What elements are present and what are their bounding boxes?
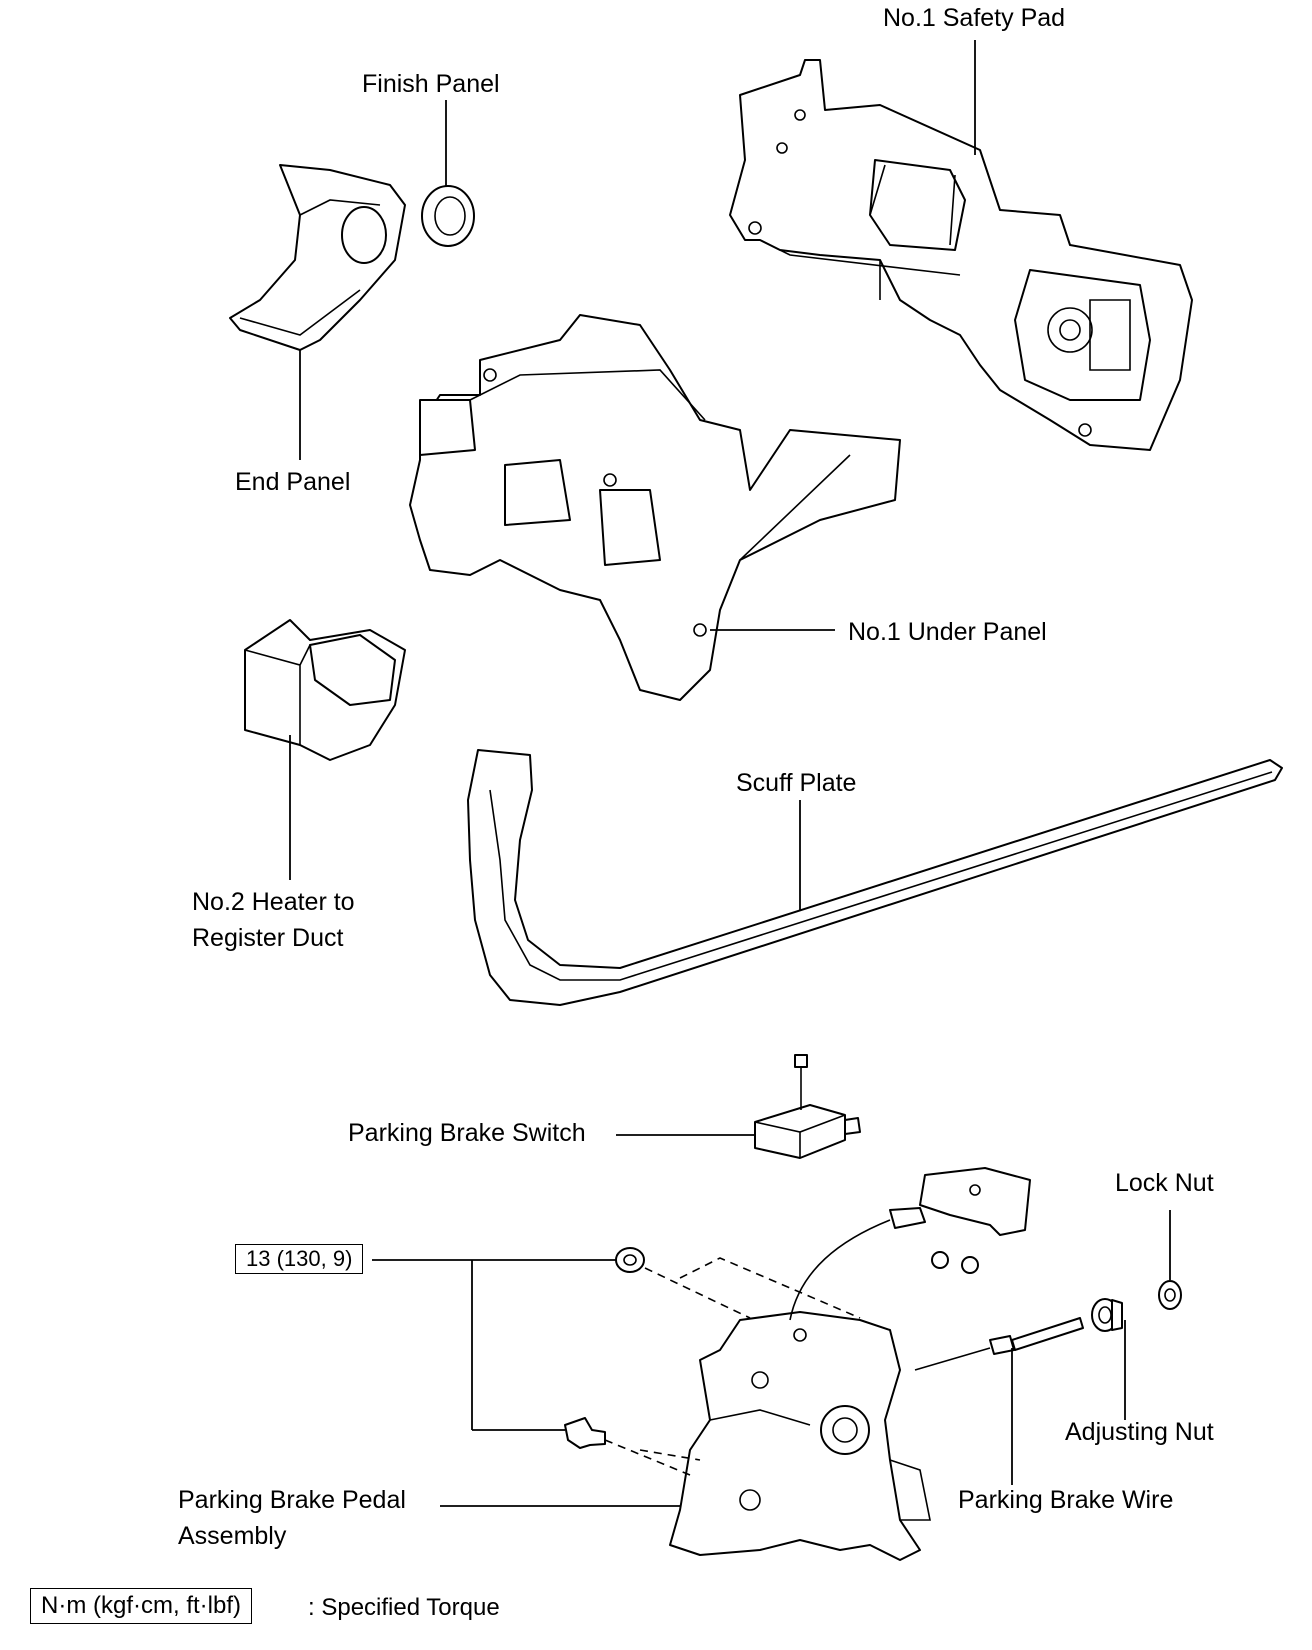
- scuff-plate-part: [467, 749, 1283, 1006]
- label-end-panel: End Panel: [235, 468, 351, 496]
- end-panel-part: [229, 164, 406, 351]
- finish-panel-part: [421, 185, 475, 247]
- label-safety-pad: No.1 Safety Pad: [883, 4, 1066, 32]
- safety-pad-part: [729, 59, 1193, 451]
- label-lock-nut: Lock Nut: [1115, 1169, 1214, 1197]
- label-pedal-line2: Assembly: [178, 1522, 287, 1550]
- label-adjusting-nut: Adjusting Nut: [1065, 1418, 1214, 1446]
- adjusting-nut-part: [1091, 1298, 1123, 1332]
- label-pedal-line1: Parking Brake Pedal: [178, 1486, 406, 1514]
- brake-wire-part: [914, 1317, 1084, 1371]
- assembly-guide: [604, 1257, 861, 1476]
- label-brake-wire: Parking Brake Wire: [958, 1486, 1174, 1514]
- under-panel-part: [409, 314, 901, 701]
- legend-unit-box: N·m (kgf·cm, ft·lbf): [30, 1588, 252, 1624]
- label-under-panel: No.1 Under Panel: [848, 618, 1047, 646]
- label-scuff-plate: Scuff Plate: [736, 769, 857, 797]
- label-finish-panel: Finish Panel: [362, 70, 500, 98]
- cable-path: [789, 1219, 891, 1321]
- bracket-bolts: [931, 1251, 979, 1274]
- lock-nut-part: [1158, 1280, 1182, 1310]
- label-brake-switch: Parking Brake Switch: [348, 1119, 586, 1147]
- label-duct-line1: No.2 Heater to: [192, 888, 355, 916]
- pedal-bracket-part: [889, 1167, 1031, 1236]
- torque-value-box: 13 (130, 9): [235, 1244, 364, 1274]
- brake-switch-part: [754, 1054, 861, 1159]
- leader-lines: [289, 40, 1171, 1507]
- mounting-bolt: [564, 1417, 606, 1449]
- label-duct-line2: Register Duct: [192, 924, 344, 952]
- brake-pedal-part: [669, 1311, 931, 1561]
- heater-duct-part: [244, 619, 406, 761]
- mounting-nut: [615, 1247, 645, 1273]
- legend-meaning: : Specified Torque: [308, 1594, 500, 1621]
